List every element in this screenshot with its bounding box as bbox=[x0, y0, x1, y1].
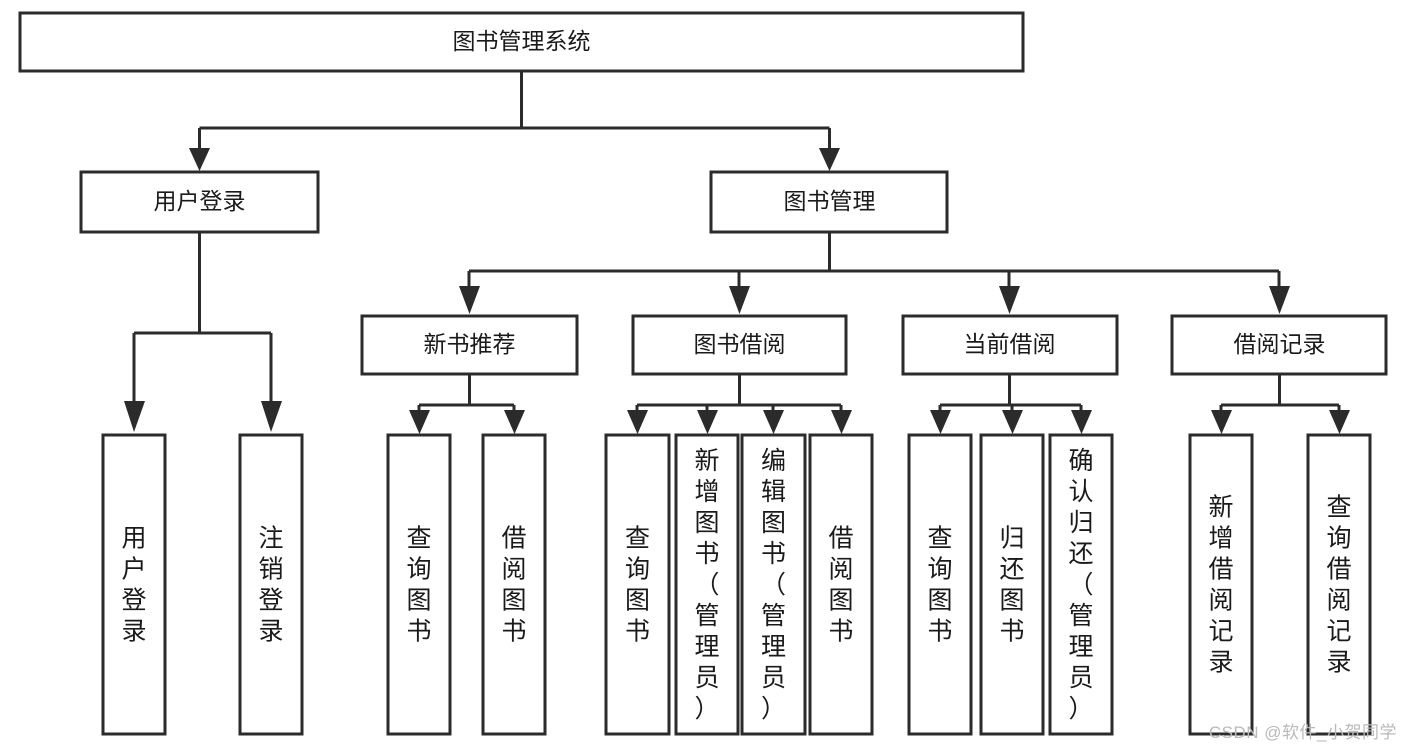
connector-group-root bbox=[189, 71, 840, 171]
arrowhead-leaf-borrow-book-1 bbox=[504, 410, 525, 434]
node-leaf-return-book-label: 归还图书 bbox=[999, 525, 1024, 646]
node-borrow-record-box[interactable] bbox=[1170, 314, 1388, 376]
arrowhead-leaf-query-book-2 bbox=[627, 410, 648, 434]
node-leaf-query-book-3[interactable]: 查询图书 bbox=[907, 433, 973, 736]
arrowhead-leaf-query-book-3 bbox=[930, 410, 951, 434]
node-leaf-borrow-book-2-label: 借阅图书 bbox=[828, 525, 853, 646]
arrowhead-leaf-add-book bbox=[697, 410, 718, 434]
node-book-borrow-box[interactable] bbox=[631, 314, 848, 376]
arrowhead-borrow-record bbox=[1269, 286, 1290, 314]
node-book-management-label: 图书管理 bbox=[784, 188, 876, 214]
node-leaf-add-record-box[interactable] bbox=[1188, 433, 1254, 736]
node-leaf-query-book-1-label: 查询图书 bbox=[406, 525, 431, 646]
node-leaf-edit-book[interactable]: 编辑图书（管理员） bbox=[740, 433, 807, 736]
arrowhead-leaf-return-book bbox=[1002, 410, 1023, 434]
arrowhead-user-login bbox=[189, 148, 210, 171]
arrowhead-new-book-recommend bbox=[459, 286, 480, 314]
node-new-book-recommend[interactable]: 新书推荐 bbox=[360, 314, 579, 376]
node-leaf-query-book-2-label: 查询图书 bbox=[625, 525, 650, 646]
node-root[interactable]: 图书管理系统 bbox=[18, 11, 1025, 73]
leaf-node-layer: 用户登录 注销登录 查询图书 借阅图书 查询图书 新增图书（管理员） 编辑图书（管理员） 借阅… bbox=[101, 433, 1372, 736]
arrowhead-leaf-logout bbox=[261, 401, 282, 432]
node-leaf-add-book-label: 新增图书（管理员） bbox=[694, 447, 719, 723]
node-leaf-add-book[interactable]: 新增图书（管理员） bbox=[674, 433, 740, 736]
arrowhead-book-management bbox=[819, 148, 840, 171]
node-leaf-borrow-book-2[interactable]: 借阅图书 bbox=[808, 433, 874, 736]
node-leaf-borrow-book-1-label: 借阅图书 bbox=[501, 525, 526, 646]
node-user-login-label: 用户登录 bbox=[154, 188, 246, 214]
node-leaf-confirm-return[interactable]: 确认归还（管理员） bbox=[1048, 433, 1114, 736]
node-leaf-query-book-3-label: 查询图书 bbox=[927, 525, 952, 646]
node-leaf-confirm-return-label: 确认归还（管理员） bbox=[1068, 447, 1093, 723]
node-new-book-recommend-box[interactable] bbox=[360, 314, 579, 376]
node-book-borrow-label: 图书借阅 bbox=[694, 331, 786, 357]
node-user-login[interactable]: 用户登录 bbox=[79, 170, 320, 234]
node-leaf-query-record-label: 查询借阅记录 bbox=[1326, 494, 1351, 677]
connector-group-current-borrow bbox=[930, 374, 1092, 434]
connector-group-user-login bbox=[124, 232, 282, 432]
node-leaf-query-book-1[interactable]: 查询图书 bbox=[386, 433, 452, 736]
node-book-borrow[interactable]: 图书借阅 bbox=[631, 314, 848, 376]
arrowhead-leaf-query-book-1 bbox=[409, 410, 430, 434]
node-leaf-edit-book-label: 编辑图书（管理员） bbox=[761, 447, 786, 723]
arrowhead-leaf-query-record bbox=[1329, 410, 1350, 434]
node-borrow-record[interactable]: 借阅记录 bbox=[1170, 314, 1388, 376]
node-leaf-borrow-book-1[interactable]: 借阅图书 bbox=[481, 433, 547, 736]
arrowhead-leaf-user-login bbox=[124, 401, 145, 432]
node-leaf-return-book-box[interactable] bbox=[979, 433, 1045, 736]
node-current-borrow-box[interactable] bbox=[901, 314, 1119, 376]
node-root-box[interactable] bbox=[18, 11, 1025, 73]
node-root-label: 图书管理系统 bbox=[453, 28, 591, 54]
node-leaf-query-book-3-box[interactable] bbox=[907, 433, 973, 736]
connector-group-new-book-recommend bbox=[409, 374, 525, 434]
connector-group-borrow-record bbox=[1211, 374, 1350, 434]
arrowhead-book-borrow bbox=[729, 286, 750, 314]
node-leaf-query-book-2-box[interactable] bbox=[604, 433, 671, 736]
node-user-login-box[interactable] bbox=[79, 170, 320, 234]
connector-group-book-management bbox=[459, 232, 1290, 314]
arrowhead-leaf-edit-book bbox=[763, 410, 784, 434]
node-book-management[interactable]: 图书管理 bbox=[709, 170, 949, 234]
node-book-management-box[interactable] bbox=[709, 170, 949, 234]
node-leaf-return-book[interactable]: 归还图书 bbox=[979, 433, 1045, 736]
node-leaf-add-record[interactable]: 新增借阅记录 bbox=[1188, 433, 1254, 736]
node-current-borrow-label: 当前借阅 bbox=[964, 331, 1056, 357]
node-leaf-confirm-return-box[interactable] bbox=[1048, 433, 1114, 736]
node-leaf-logout-label: 注销登录 bbox=[258, 525, 283, 646]
node-leaf-borrow-book-2-box[interactable] bbox=[808, 433, 874, 736]
node-leaf-query-record-box[interactable] bbox=[1306, 433, 1372, 736]
node-leaf-edit-book-box[interactable] bbox=[740, 433, 807, 736]
arrowhead-current-borrow bbox=[999, 286, 1020, 314]
node-leaf-add-record-label: 新增借阅记录 bbox=[1208, 494, 1233, 677]
node-leaf-query-book-2[interactable]: 查询图书 bbox=[604, 433, 671, 736]
node-leaf-borrow-book-1-box[interactable] bbox=[481, 433, 547, 736]
arrowhead-leaf-add-record bbox=[1211, 410, 1232, 434]
node-borrow-record-label: 借阅记录 bbox=[1234, 331, 1326, 357]
node-leaf-user-login-label: 用户登录 bbox=[121, 525, 146, 646]
node-leaf-user-login-box[interactable] bbox=[101, 433, 167, 736]
node-leaf-user-login[interactable]: 用户登录 bbox=[101, 433, 167, 736]
node-leaf-query-record[interactable]: 查询借阅记录 bbox=[1306, 433, 1372, 736]
arrowhead-leaf-confirm-return bbox=[1071, 410, 1092, 434]
node-leaf-logout-box[interactable] bbox=[238, 433, 304, 736]
node-current-borrow[interactable]: 当前借阅 bbox=[901, 314, 1119, 376]
node-new-book-recommend-label: 新书推荐 bbox=[424, 331, 516, 357]
arrowhead-leaf-borrow-book-2 bbox=[831, 410, 852, 434]
node-leaf-logout[interactable]: 注销登录 bbox=[238, 433, 304, 736]
connector-group-book-borrow bbox=[627, 374, 852, 434]
node-leaf-query-book-1-box[interactable] bbox=[386, 433, 452, 736]
node-leaf-add-book-box[interactable] bbox=[674, 433, 740, 736]
